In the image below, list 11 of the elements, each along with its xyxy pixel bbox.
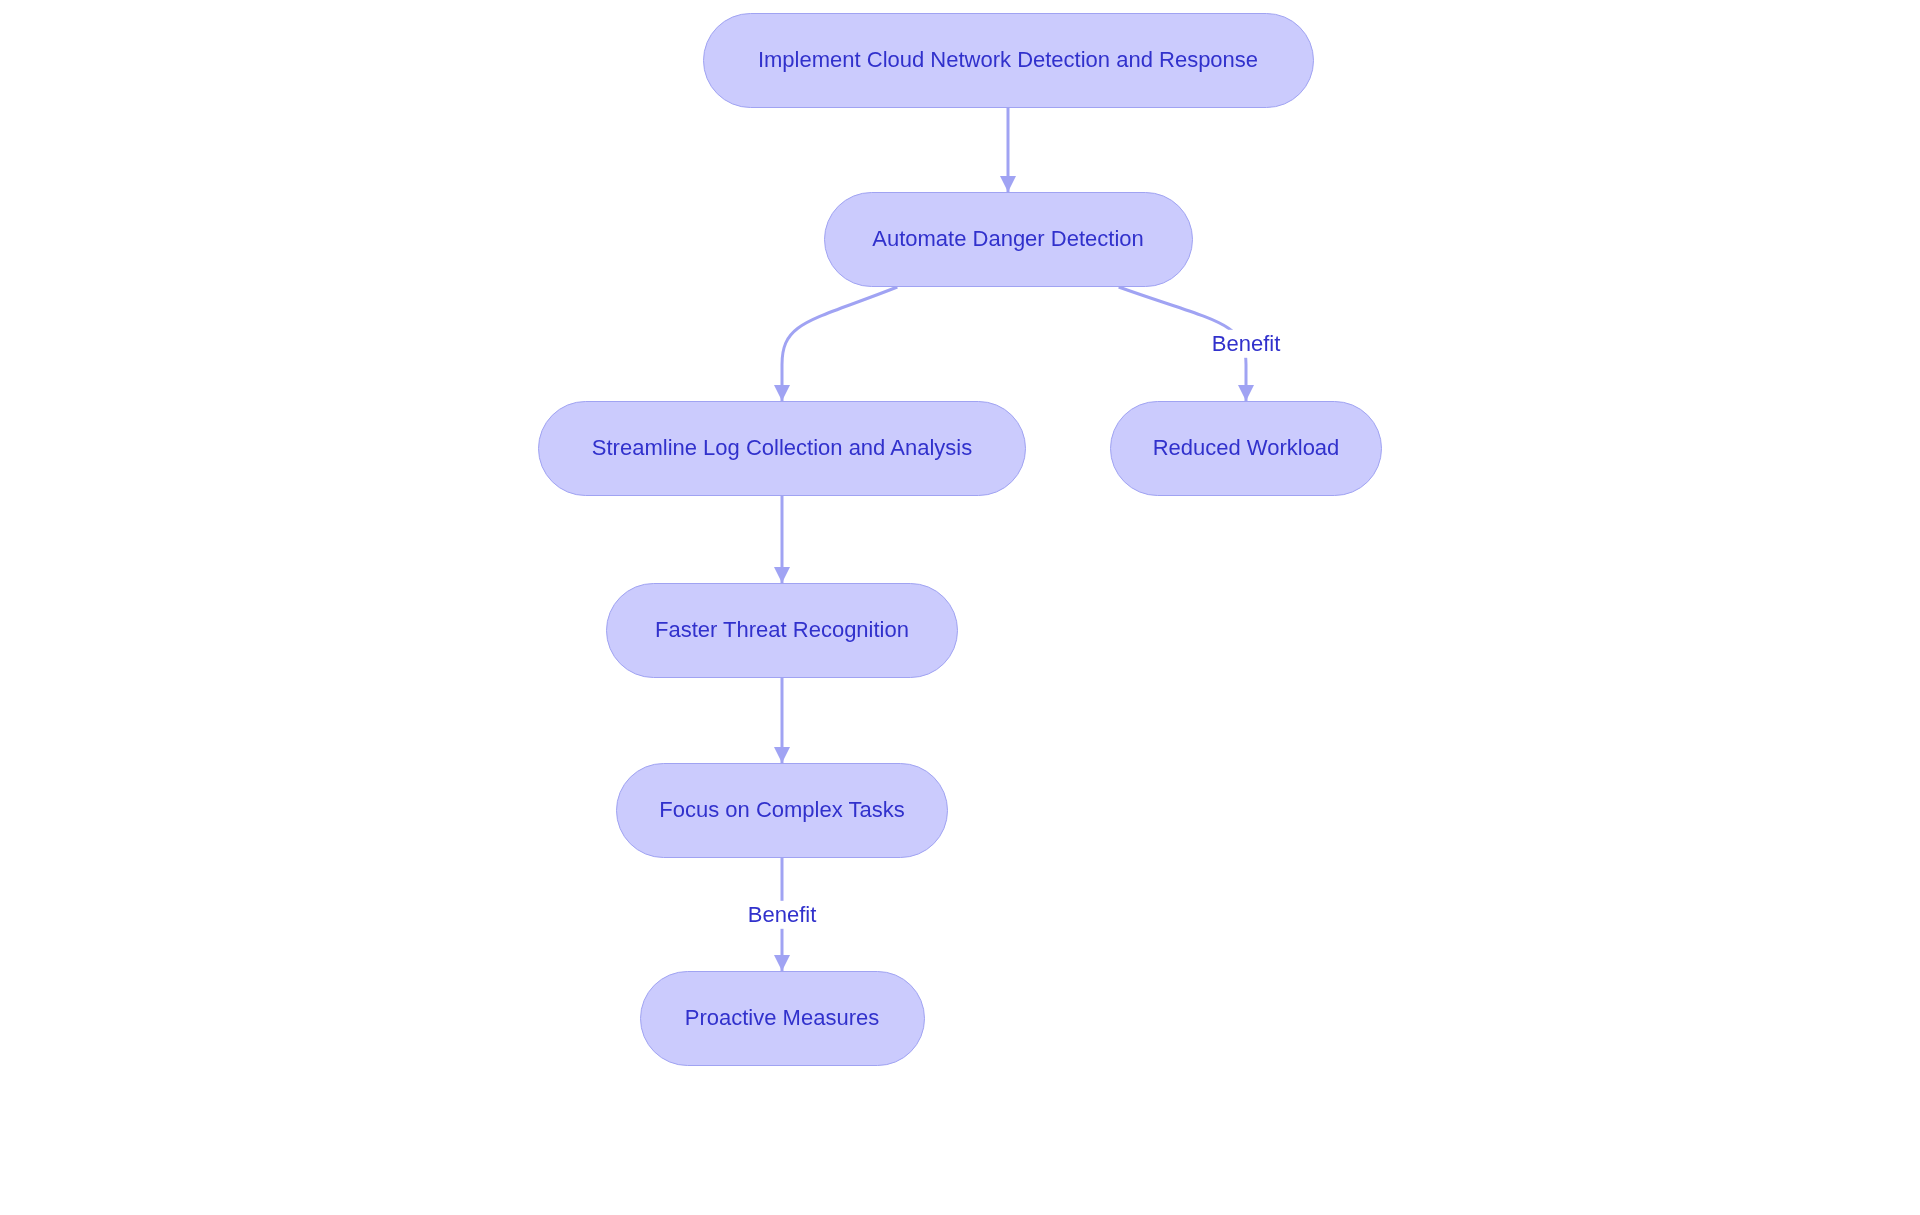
arrow <box>773 496 791 583</box>
arrow <box>999 108 1017 192</box>
arrow <box>773 678 791 763</box>
step-label: Faster Threat Recognition <box>655 617 909 644</box>
step-label: Proactive Measures <box>684 1005 880 1032</box>
step-label: Reduced Workload <box>1152 435 1340 462</box>
step-label: Automate Danger Detection <box>872 226 1144 253</box>
step-label: Implement Cloud Network Detection and Response <box>757 47 1259 74</box>
arrow <box>773 285 898 401</box>
step-label: Streamline Log Collection and Analysis <box>591 435 973 462</box>
step-label: Focus on Complex Tasks <box>659 797 905 824</box>
